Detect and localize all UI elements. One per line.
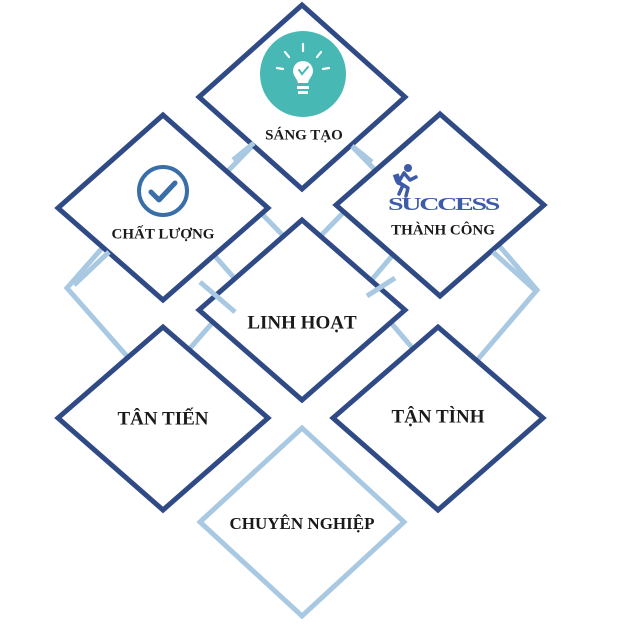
connector-line xyxy=(72,250,111,287)
diamond-linh-hoat xyxy=(195,216,409,404)
success-logo-icon: SUCCESS xyxy=(388,164,502,214)
diamond-tan-tinh xyxy=(329,323,547,514)
diamond-thanh-cong xyxy=(332,110,548,300)
label-tan-tinh: TẬN TÌNH xyxy=(391,405,484,427)
connector-line xyxy=(350,144,374,164)
label-chat-luong: CHẤT LƯỢNG xyxy=(112,225,215,242)
label-tan-tien: TÂN TIẾN xyxy=(118,407,209,429)
label-thanh-cong: THÀNH CÔNG xyxy=(391,221,495,238)
label-linh-hoat: LINH HOẠT xyxy=(247,312,357,333)
connector-line xyxy=(231,141,256,162)
connector-line xyxy=(365,275,397,299)
check-circle-icon xyxy=(137,165,189,217)
connector-lines xyxy=(72,141,537,314)
diamond-tan-tien xyxy=(54,323,272,514)
success-logo-text: SUCCESS xyxy=(388,194,500,214)
lightbulb-icon xyxy=(260,31,346,117)
label-sang-tao: SÁNG TẠO xyxy=(265,126,343,143)
connector-line xyxy=(491,250,537,292)
label-chuyen-nghiep: CHUYÊN NGHIỆP xyxy=(230,514,375,533)
connector-line xyxy=(198,280,237,314)
diamond-chuyen-nghiep xyxy=(196,424,408,620)
